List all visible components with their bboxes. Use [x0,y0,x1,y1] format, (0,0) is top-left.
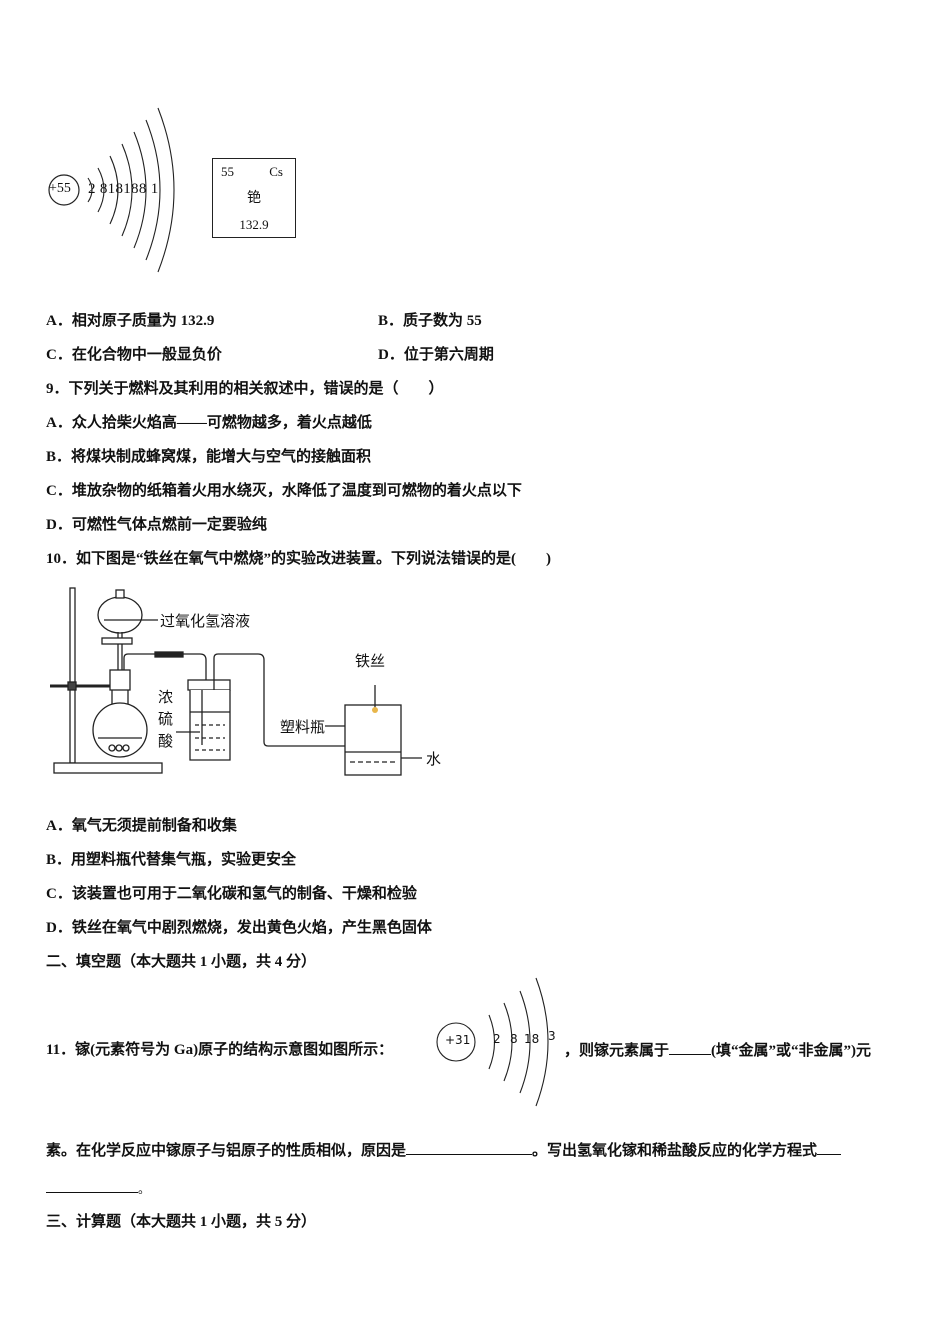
iron-combustion-apparatus-diagram: 过氧化氢溶液 浓 硫 酸 铁丝 塑料瓶 水 [40,580,460,780]
q11-line2-text-b: 。写出氢氧化镓和稀盐酸反应的化学方程式 [532,1143,818,1159]
ga-shell-4: 3 [548,1029,556,1043]
label-conc-acid-2: 硫 [158,710,174,728]
ga-nucleus-charge: +31 [445,1033,471,1047]
q10-option-a: A．氧气无须提前制备和收集 [46,818,237,834]
q11-stem-part1: 11．镓(元素符号为 Ga)原子的结构示意图如图所示： [46,1042,394,1058]
label-conc-acid-1: 浓 [158,688,174,706]
section3-heading: 三、计算题（本大题共 1 小题，共 5 分） [46,1214,317,1230]
ga-shell-1: 2 [493,1032,501,1046]
q11-blank-reason[interactable] [406,1140,533,1155]
q9-option-c: C．堆放杂物的纸箱着火用水绕灭，水降低了温度到可燃物的着火点以下 [46,483,522,499]
q11-stem-part2-line: ，则镓元素属于 (填“金属”或“非金属”)元 [564,1040,871,1061]
ga-shell-3: 18 [524,1032,540,1046]
q9-option-d: D．可燃性气体点燃前一定要验纯 [46,517,267,533]
q8-option-b: B．质子数为 55 [378,313,482,329]
cs-symbol: Cs [269,164,283,179]
ga-atom-structure-figure: +31 2 8 18 3 [432,975,562,1110]
q11-blank-equation-end[interactable] [46,1178,138,1193]
q10-option-d: D．铁丝在氧气中剧烈燃烧，发出黄色火焰，产生黑色固体 [46,920,432,936]
cs-shell-electrons: 2 818188 1 [88,181,159,197]
cs-nucleus-charge: +55 [49,181,71,196]
q8-option-d: D．位于第六周期 [378,347,494,363]
q11-blank-equation-start[interactable] [817,1140,842,1155]
label-conc-acid-3: 酸 [158,732,174,750]
q11-line2-text-a: 素。在化学反应中镓原子与铝原子的性质相似，原因是 [46,1143,407,1159]
apparatus-drawing-icon [50,587,422,776]
ga-electron-shells-icon [436,977,549,1107]
q10-option-b: B．用塑料瓶代替集气瓶，实验更安全 [46,852,297,868]
q8-option-c: C．在化合物中一般显负价 [46,347,222,363]
label-h2o2-solution: 过氧化氢溶液 [160,612,251,630]
section2-heading: 二、填空题（本大题共 1 小题，共 4 分） [46,954,317,970]
cs-element-name: 铯 [247,190,261,206]
q11-line3-end: 。 [138,1182,151,1196]
q11-blank-metal-type[interactable] [669,1040,712,1055]
q9-option-a: A．众人拾柴火焰高——可燃物越多，着火点越低 [46,415,372,431]
cs-electron-shells-icon [48,107,175,273]
q11-stem-part3: (填“金属”或“非金属”)元 [711,1043,872,1059]
q9-stem: 9．下列关于燃料及其利用的相关叙述中，错误的是（ ） [46,381,444,397]
cs-periodic-tile: 55 Cs 铯 132.9 [212,158,296,238]
cs-atom-structure-figure: +55 2 818188 1 [40,100,200,280]
q10-option-c: C．该装置也可用于二氧化碳和氢气的制备、干燥和检验 [46,886,417,902]
q11-stem-part2: ，则镓元素属于 [564,1043,670,1059]
cs-atomic-mass: 132.9 [239,217,269,232]
label-water: 水 [426,750,442,768]
q10-stem: 10．如下图是“铁丝在氧气中燃烧”的实验改进装置。下列说法错误的是( ) [46,551,551,567]
q11-line3: 。 [46,1178,150,1199]
ga-shell-2: 8 [510,1032,518,1046]
label-plastic-bottle: 塑料瓶 [280,718,326,736]
cs-atomic-number: 55 [221,164,234,179]
q11-line2: 素。在化学反应中镓原子与铝原子的性质相似，原因是 。写出氢氧化镓和稀盐酸反应的化学… [46,1140,842,1161]
q8-option-a: A．相对原子质量为 132.9 [46,313,215,329]
q9-option-b: B．将煤块制成蜂窝煤，能增大与空气的接触面积 [46,449,372,465]
label-iron-wire: 铁丝 [355,652,386,670]
